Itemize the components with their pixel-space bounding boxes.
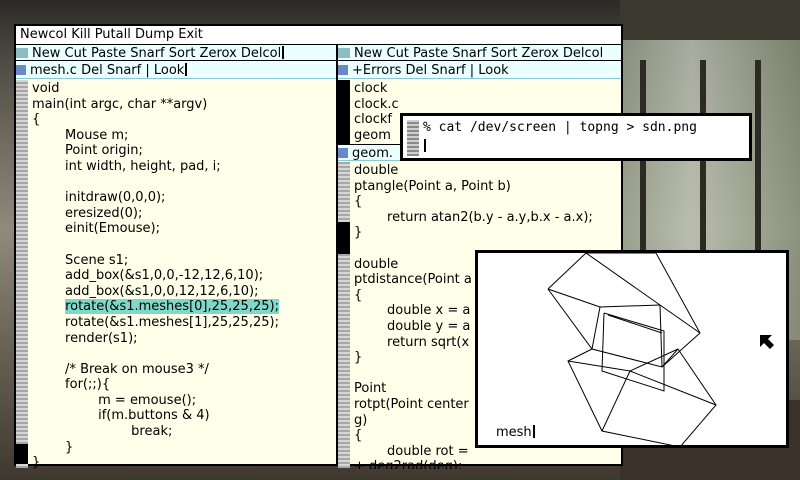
main-menu[interactable]: Newcol Kill Putall Dump Exit — [16, 26, 621, 43]
code-line[interactable]: } — [354, 225, 363, 241]
column-left-tag-label[interactable]: New Cut Paste Snarf Sort Zerox Delcol — [32, 46, 282, 61]
mesh-edge — [601, 370, 631, 432]
code-line[interactable]: ptdistance(Point a — [354, 272, 472, 288]
code-line[interactable]: g) — [354, 412, 368, 428]
code-line[interactable]: rotpt(Point center — [354, 396, 469, 412]
window-button[interactable] — [338, 148, 348, 158]
mesh-edge — [585, 253, 701, 334]
cursor-marker — [282, 46, 285, 59]
code-line[interactable]: clock — [354, 81, 388, 96]
window-tag-mesh[interactable]: mesh.c Del Snarf | Look — [16, 62, 336, 79]
code-line[interactable]: render(s1); — [32, 330, 138, 346]
mesh-window[interactable]: mesh — [475, 250, 789, 448]
acme-window: Newcol Kill Putall Dump Exit New Cut Pas… — [14, 24, 623, 469]
mesh-edge — [567, 348, 717, 445]
code-line[interactable]: double x = a — [354, 303, 471, 319]
column-left: New Cut Paste Snarf Sort Zerox Delcol me… — [16, 44, 338, 469]
terminal-window[interactable]: % cat /dev/screen | topng > sdn.png — [400, 113, 752, 161]
code-line[interactable]: rotate(&s1.meshes[0],25,25,25); — [65, 299, 279, 315]
mesh-edge — [547, 288, 601, 308]
code-line[interactable]: return atan2(b.y - a.y,b.x - a.x); — [354, 209, 593, 225]
code-line[interactable]: } — [32, 455, 41, 469]
column-button[interactable] — [338, 48, 350, 58]
window-tag-errors-label[interactable]: +Errors Del Snarf | Look — [352, 63, 509, 78]
code-line[interactable]: initdraw(0,0,0); — [32, 190, 166, 206]
code-line[interactable] — [32, 346, 336, 362]
code-line[interactable]: return sqrt(x — [354, 334, 470, 350]
code-line[interactable]: add_box(&s1,0,0,-12,12,6,10); — [32, 268, 264, 284]
code-line[interactable]: clockf — [354, 112, 392, 128]
main-menu-label[interactable]: Newcol Kill Putall Dump Exit — [20, 27, 203, 42]
cursor-marker — [185, 63, 188, 76]
code-line[interactable]: double y = a — [354, 318, 471, 334]
code-line[interactable]: Scene s1; — [32, 252, 129, 268]
code-line[interactable]: } — [354, 350, 363, 366]
code-line[interactable]: Point origin; — [32, 143, 143, 159]
terminal-command[interactable]: % cat /dev/screen | topng > sdn.png — [423, 120, 697, 135]
code-line[interactable]: m = emouse(); — [32, 392, 197, 408]
scrollbar-errors[interactable] — [338, 80, 350, 144]
code-line[interactable]: /* Break on mouse3 */ — [32, 361, 209, 377]
code-line[interactable]: { — [354, 287, 363, 303]
scrollbar[interactable] — [16, 80, 28, 468]
mouse-cursor-icon — [760, 335, 774, 349]
code-line[interactable]: double — [354, 163, 399, 178]
code-line[interactable] — [32, 237, 336, 253]
code-line[interactable] — [32, 175, 336, 191]
window-tag-errors[interactable]: +Errors Del Snarf | Look — [338, 62, 621, 79]
code-line[interactable]: break; — [32, 424, 173, 440]
mesh-edge — [659, 304, 663, 368]
code-line[interactable]: einit(Emouse); — [32, 221, 160, 237]
mesh-edge — [601, 312, 665, 392]
code-line[interactable]: { — [354, 194, 363, 210]
window-button[interactable] — [16, 65, 26, 75]
code-line[interactable]: double rot = — [354, 443, 469, 459]
code-line[interactable]: void — [32, 81, 60, 96]
code-line[interactable]: add_box(&s1,0,0,12,12,6,10); — [32, 283, 259, 299]
code-line[interactable]: + deg2rad(deg); — [354, 459, 463, 469]
code-line[interactable]: eresized(0); — [32, 205, 143, 221]
mesh-render — [547, 253, 774, 445]
window-button[interactable] — [338, 65, 348, 75]
terminal-cursor — [424, 139, 426, 152]
column-left-tag[interactable]: New Cut Paste Snarf Sort Zerox Delcol — [16, 44, 336, 61]
code-line[interactable]: int width, height, pad, i; — [32, 158, 221, 174]
code-line[interactable]: main(int argc, char **argv) — [32, 96, 208, 112]
mesh-edge — [629, 370, 717, 406]
code-line[interactable]: for(;;){ — [32, 377, 111, 393]
column-right-tag[interactable]: New Cut Paste Snarf Sort Zerox Delcol — [338, 44, 621, 61]
code-line[interactable]: Point — [354, 381, 387, 397]
mesh-cursor — [532, 425, 535, 438]
code-line[interactable]: clock.c — [354, 96, 399, 112]
code-line[interactable]: ptangle(Point a, Point b) — [354, 178, 511, 194]
code-line[interactable]: } — [32, 439, 74, 455]
code-line[interactable]: double — [354, 256, 399, 272]
mesh-window-label: mesh — [496, 425, 535, 440]
code-line[interactable]: { — [32, 112, 41, 128]
code-line[interactable]: geom — [354, 127, 391, 143]
column-right: New Cut Paste Snarf Sort Zerox Delcol +E… — [338, 44, 621, 469]
window-tag-mesh-label[interactable]: mesh.c Del Snarf | Look — [30, 63, 185, 78]
code-line[interactable]: Mouse m; — [32, 127, 129, 143]
code-line[interactable]: { — [354, 428, 363, 444]
column-button[interactable] — [16, 48, 28, 58]
mesh-edge — [607, 314, 663, 334]
column-right-tag-label[interactable]: New Cut Paste Snarf Sort Zerox Delcol — [354, 46, 604, 61]
scrollbar-geom-thumb[interactable] — [338, 222, 350, 254]
code-line[interactable]: if(m.buttons & 4) — [32, 408, 210, 424]
terminal-scrollbar[interactable] — [407, 120, 419, 156]
scrollbar-thumb[interactable] — [16, 444, 28, 464]
scrollbar-geom[interactable] — [338, 162, 350, 468]
window-tag-geom-label[interactable]: geom. — [352, 146, 393, 161]
code-line[interactable]: rotate(&s1.meshes[1],25,25,25); — [32, 314, 279, 330]
